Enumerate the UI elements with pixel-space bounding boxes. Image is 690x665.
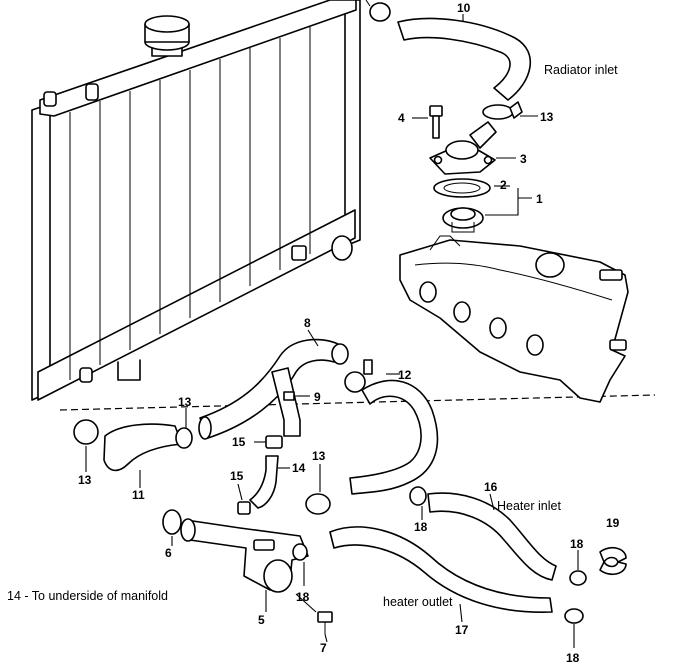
part-10-number: 10 xyxy=(457,1,471,15)
water-pipe xyxy=(199,338,339,439)
pipe-bolt xyxy=(317,611,333,634)
part-18-number-heater: 18 xyxy=(414,520,428,534)
frame-reference-line xyxy=(59,394,656,411)
part-3-number: 3 xyxy=(520,152,527,166)
radiator-inlet-label: Radiator inlet xyxy=(544,63,618,77)
radiator xyxy=(31,0,361,401)
clamp-12 xyxy=(344,371,366,393)
part-18-number-pipe: 18 xyxy=(296,590,310,604)
part-5-number: 5 xyxy=(258,613,265,627)
heater-inlet-label: Heater inlet xyxy=(497,499,561,513)
part-15-number-bottom: 15 xyxy=(230,469,244,483)
part-13-number-top: 13 xyxy=(540,110,554,124)
part-18-number-right: 18 xyxy=(570,537,584,551)
o-ring xyxy=(162,509,182,535)
part-1-number: 1 xyxy=(536,192,543,206)
part-17-number: 17 xyxy=(455,623,469,637)
radiator-inlet-hose xyxy=(397,17,532,101)
heater-inlet-hose xyxy=(427,492,557,581)
heater-outlet-hose xyxy=(329,526,553,613)
bypass-hose xyxy=(349,379,439,495)
part-6-number: 6 xyxy=(165,546,172,560)
part-13-number-mid: 13 xyxy=(178,395,192,409)
part-12-number: 12 xyxy=(398,368,412,382)
part-16-number: 16 xyxy=(484,480,498,494)
part-13-number-left: 13 xyxy=(78,473,92,487)
pipe-bracket xyxy=(271,367,301,437)
clamp-13a xyxy=(73,419,99,445)
part-8-number: 8 xyxy=(304,316,311,330)
part-13-number-lower: 13 xyxy=(312,449,326,463)
part-15-number-top: 15 xyxy=(232,435,246,449)
part-9-number: 9 xyxy=(314,390,321,404)
footnote-label: 14 - To underside of manifold xyxy=(7,589,168,603)
radiator-cap xyxy=(144,15,190,57)
part-7-number: 7 xyxy=(320,641,327,655)
part-4-number: 4 xyxy=(398,111,405,125)
clamp-13b xyxy=(175,427,193,449)
manifold-hose xyxy=(249,455,279,509)
hose-clip-top xyxy=(365,0,391,22)
clamp-18c xyxy=(569,570,587,586)
clip-15b xyxy=(237,501,251,515)
lower-radiator-hose xyxy=(103,423,183,472)
callout-labels: Radiator inlet Heater inlet heater outle… xyxy=(7,63,618,609)
part-number-labels: 10 4 13 3 2 1 8 9 12 13 13 11 15 14 15 1… xyxy=(78,1,620,665)
part-14-number: 14 xyxy=(292,461,306,475)
part-18-number-bottom: 18 xyxy=(566,651,580,665)
clamp-13c xyxy=(305,493,331,515)
heater-outlet-label: heater outlet xyxy=(383,595,453,609)
part-19-number: 19 xyxy=(606,516,620,530)
part-11-number: 11 xyxy=(132,488,145,502)
hose-clamp-19 xyxy=(599,546,627,576)
bolt-12 xyxy=(363,359,373,375)
part-2-number: 2 xyxy=(500,178,507,192)
clamp-18d xyxy=(564,608,584,624)
housing-bolt xyxy=(429,105,443,139)
leader-lines xyxy=(85,14,579,648)
thermostat xyxy=(442,207,484,233)
intake-manifold xyxy=(399,235,629,403)
clamp-18b xyxy=(292,543,308,561)
thermostat-gasket xyxy=(433,178,491,198)
thermostat-housing xyxy=(429,121,497,175)
clamp-18a xyxy=(409,486,427,506)
hose-clip-radiator-inlet xyxy=(482,101,523,120)
